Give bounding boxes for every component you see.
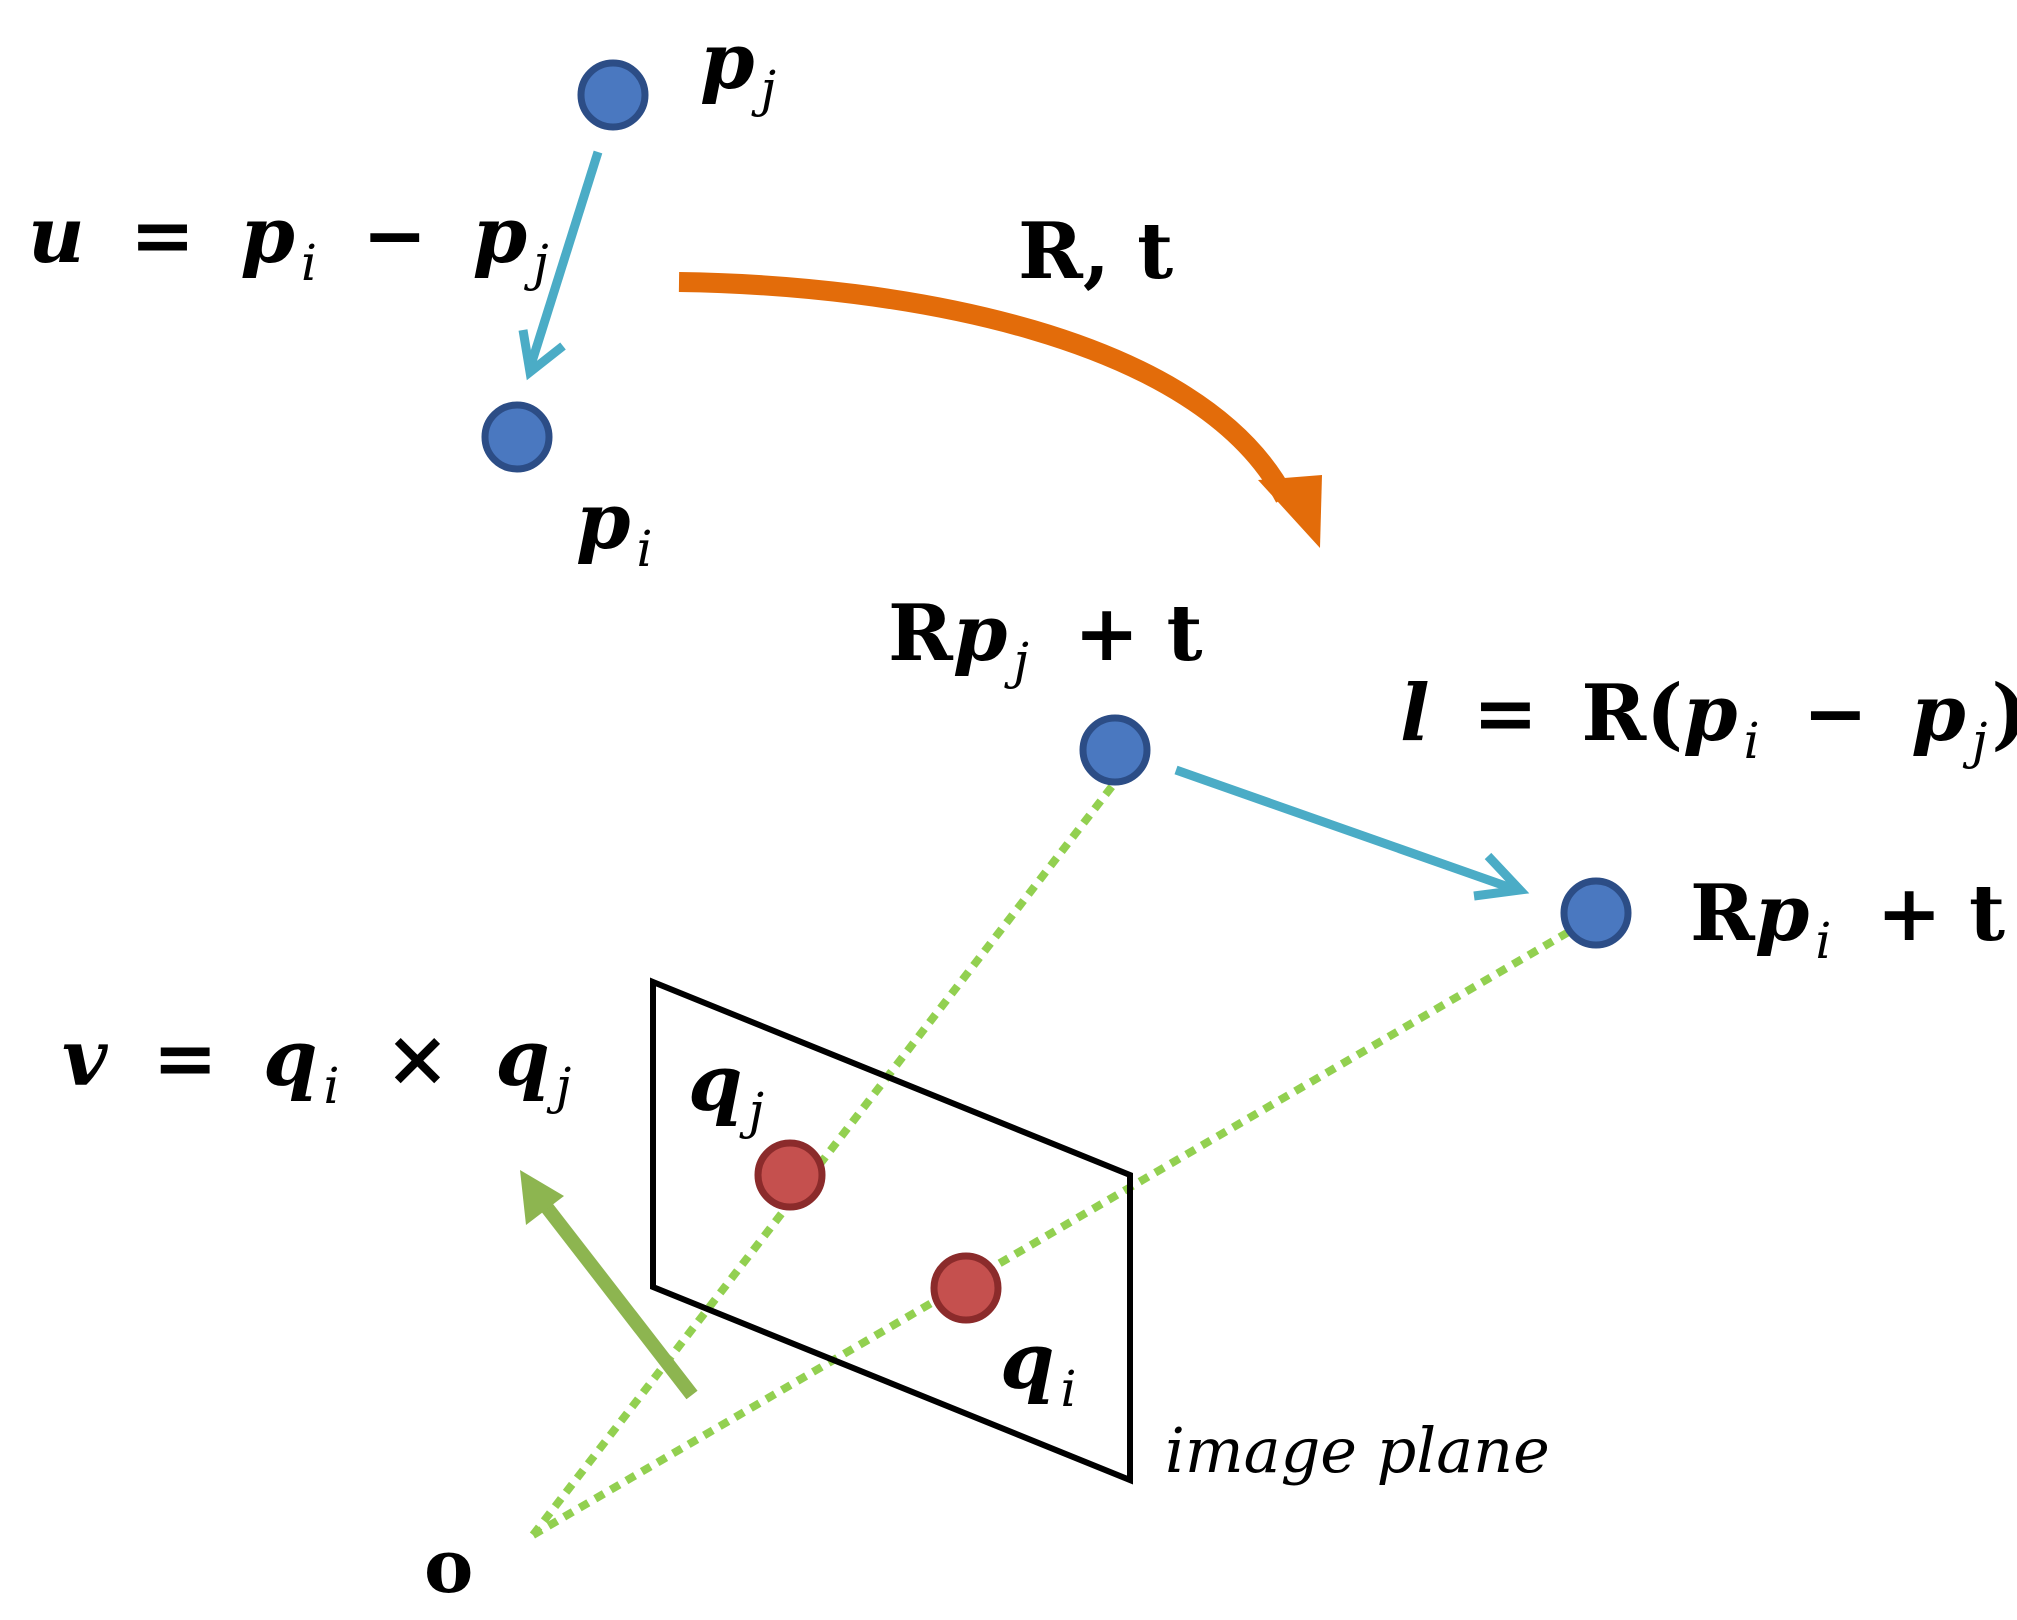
vector-l-arrow <box>1174 765 1530 901</box>
label-image-plane: image plane <box>1165 1414 1550 1487</box>
point-qi <box>930 1252 1002 1324</box>
ray-to-rpj <box>529 773 1124 1538</box>
label-l-equation: l = R(pi − pj) <box>1400 668 2017 777</box>
vector-v-arrow <box>520 1170 698 1400</box>
label-origin: o <box>424 1524 473 1610</box>
point-rpi <box>1560 877 1632 949</box>
transform-arrow <box>678 272 1322 548</box>
point-pj <box>577 59 649 131</box>
vector-u-arrow <box>518 150 603 381</box>
image-plane <box>650 977 1133 1485</box>
label-rt: R, t <box>1018 206 1173 297</box>
ray-to-rpi <box>530 912 1599 1539</box>
point-pi <box>481 401 553 473</box>
point-rpj <box>1079 714 1151 786</box>
point-qj <box>754 1139 826 1211</box>
